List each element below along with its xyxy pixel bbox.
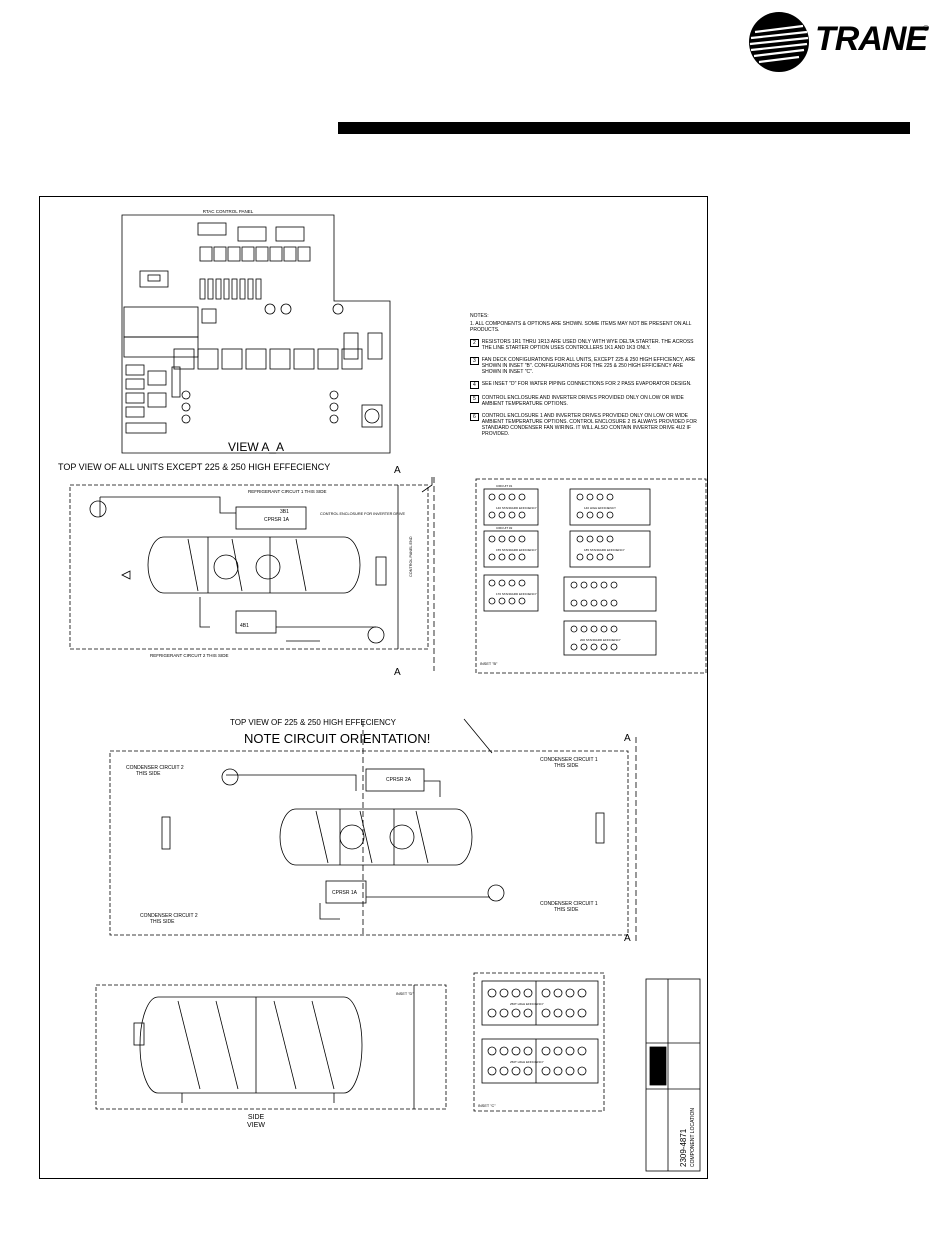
trane-globe-logo-icon — [749, 12, 809, 72]
section-marker-bottom-2: A — [624, 933, 631, 944]
cond-circuit-2-top-side: THIS SIDE — [136, 771, 161, 777]
cond-circuit-2-top: CONDENSER CIRCUIT 2 — [126, 765, 184, 771]
comp-3b1-label: 3B1 — [280, 509, 289, 515]
drawing-number: 2309-4871 — [679, 1128, 688, 1167]
note-marker-6: 6 — [470, 413, 479, 421]
hp-note: NOTE CIRCUIT ORIENTATION! — [244, 731, 430, 746]
cond-circuit-2-bottom: CONDENSER CIRCUIT 2 — [140, 913, 198, 919]
cprsr-1a-label: CPRSR 1A — [264, 517, 290, 523]
note-marker-5: 5 — [470, 395, 479, 403]
refrigerant-circuit-2-label: REFRIGERANT CIRCUIT 2 THIS SIDE — [150, 653, 229, 658]
cond-circuit-1-bottom-side: THIS SIDE — [554, 907, 579, 913]
view-aa-label: VIEW A_A — [228, 440, 284, 454]
section-marker-top-1: A — [394, 465, 401, 476]
cond-circuit-2-bottom-side: THIS SIDE — [150, 919, 175, 925]
comp-4b1-label: 4B1 — [240, 623, 249, 629]
header-bar — [338, 122, 910, 134]
refrigerant-circuit-1-label: REFRIGERANT CIRCUIT 1 THIS SIDE — [248, 489, 327, 494]
hp-deck-label-2: 250T HIGH EFFICIENCY — [510, 1060, 544, 1064]
notes-block: NOTES: 1. ALL COMPONENTS & OPTIONS ARE S… — [470, 313, 702, 437]
deck-label-5: 185 STANDARD EFFICIENCY — [584, 548, 625, 552]
note-6: CONTROL ENCLOSURE 1 AND INVERTER DRIVES … — [481, 413, 697, 437]
control-panel-outline — [121, 214, 391, 454]
wiring-diagram: RTAC CONTROL PANEL VIEW A_A TOP VIEW OF … — [58, 209, 707, 1172]
section-marker-top-2: A — [624, 733, 631, 744]
section-marker-bottom-1: A — [394, 667, 401, 678]
note-4: SEE INSET "D" FOR WATER PIPING CONNECTIO… — [481, 381, 692, 387]
cond-circuit-1-top-side: THIS SIDE — [554, 763, 579, 769]
note-marker-2: 2 — [470, 339, 479, 347]
cond-circuit-1-top: CONDENSER CIRCUIT 1 — [540, 757, 598, 763]
control-enclosure-label: CONTROL ENCLOSURE FOR INVERTER DRIVE — [320, 512, 405, 516]
brand-name: TRANE — [815, 20, 928, 58]
side-view-label-2: VIEW — [247, 1122, 265, 1129]
note-marker-4: 4 — [470, 381, 479, 389]
note-marker-3: 3 — [470, 357, 479, 365]
note-3: FAN DECK CONFIGURATIONS FOR ALL UNITS, E… — [481, 357, 696, 375]
note-1: 1. ALL COMPONENTS & OPTIONS ARE SHOWN. S… — [470, 321, 692, 333]
cond-circuit-1-bottom: CONDENSER CIRCUIT 1 — [540, 901, 598, 907]
drawing-frame: RTAC CONTROL PANEL VIEW A_A TOP VIEW OF … — [39, 196, 708, 1179]
panel-title: RTAC CONTROL PANEL — [203, 209, 254, 214]
hp-top-view-title: TOP VIEW OF 225 & 250 HIGH EFFECIENCY — [230, 718, 397, 727]
control-panel-end-label: CONTROL PANEL END — [409, 536, 413, 577]
deck-label-1: 140 STANDARD EFFICIENCY — [496, 506, 537, 510]
inset-b-label: INSET "B" — [480, 662, 498, 666]
deck-label-3: 140 HIGH EFFICIENCY — [584, 506, 616, 510]
deck-label-2: 155 STANDARD EFFICIENCY — [496, 548, 537, 552]
note-5: CONTROL ENCLOSURE AND INVERTER DRIVES PR… — [481, 395, 684, 407]
deck-label-6: 200 STANDARD EFFICIENCY — [580, 638, 621, 642]
cprsr-1a-hp-label: CPRSR 1A — [332, 890, 358, 896]
component-location-label: COMPONENT LOCATION — [690, 1108, 696, 1167]
brand-registered-mark: ® — [923, 24, 929, 33]
inset-c-label: INSET "C" — [478, 1104, 496, 1108]
top-view-title: TOP VIEW OF ALL UNITS EXCEPT 225 & 250 H… — [58, 462, 330, 472]
note-2: RESISTORS 1R1 THRU 1R13 ARE USED ONLY WI… — [481, 339, 694, 351]
hp-deck-label-1: 250T HIGH EFFICIENCY — [510, 1002, 544, 1006]
trane-logo: TRANE ® — [745, 10, 935, 74]
notes-title: NOTES: — [470, 313, 489, 319]
deck-label-4: 170 STANDARD EFFICIENCY — [496, 592, 537, 596]
deck-circuit-2: CIRCUIT #2 — [496, 526, 513, 530]
inset-d-label: INSET "D" — [396, 992, 414, 996]
side-view-label: SIDE — [248, 1114, 265, 1121]
cprsr-2a-label: CPRSR 2A — [386, 777, 412, 783]
deck-circuit-1: CIRCUIT #1 — [496, 484, 513, 488]
